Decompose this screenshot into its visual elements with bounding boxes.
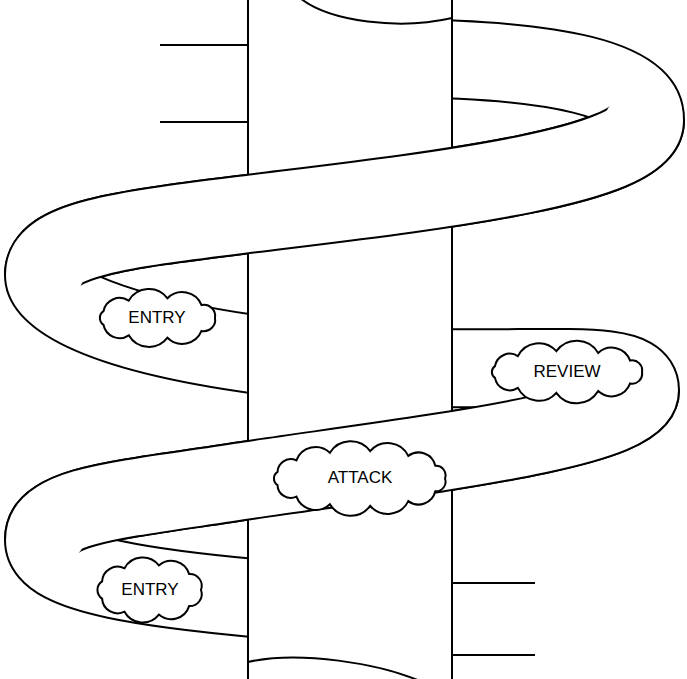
cloud-node: REVIEW (482, 341, 652, 403)
cloud-node: ENTRY (89, 555, 211, 625)
cloud-shape (274, 441, 446, 516)
cloud-label: REVIEW (533, 363, 600, 382)
cloud-shape (97, 558, 201, 623)
cloud-label: ENTRY (128, 309, 185, 328)
cloud-label: ATTACK (328, 469, 393, 488)
cloud-node: ATTACK (265, 441, 455, 516)
cloud-shape (492, 341, 642, 404)
cloud-node: ENTRY (90, 288, 225, 348)
cloud-label: ENTRY (121, 581, 178, 600)
cloud-shape (99, 289, 214, 347)
